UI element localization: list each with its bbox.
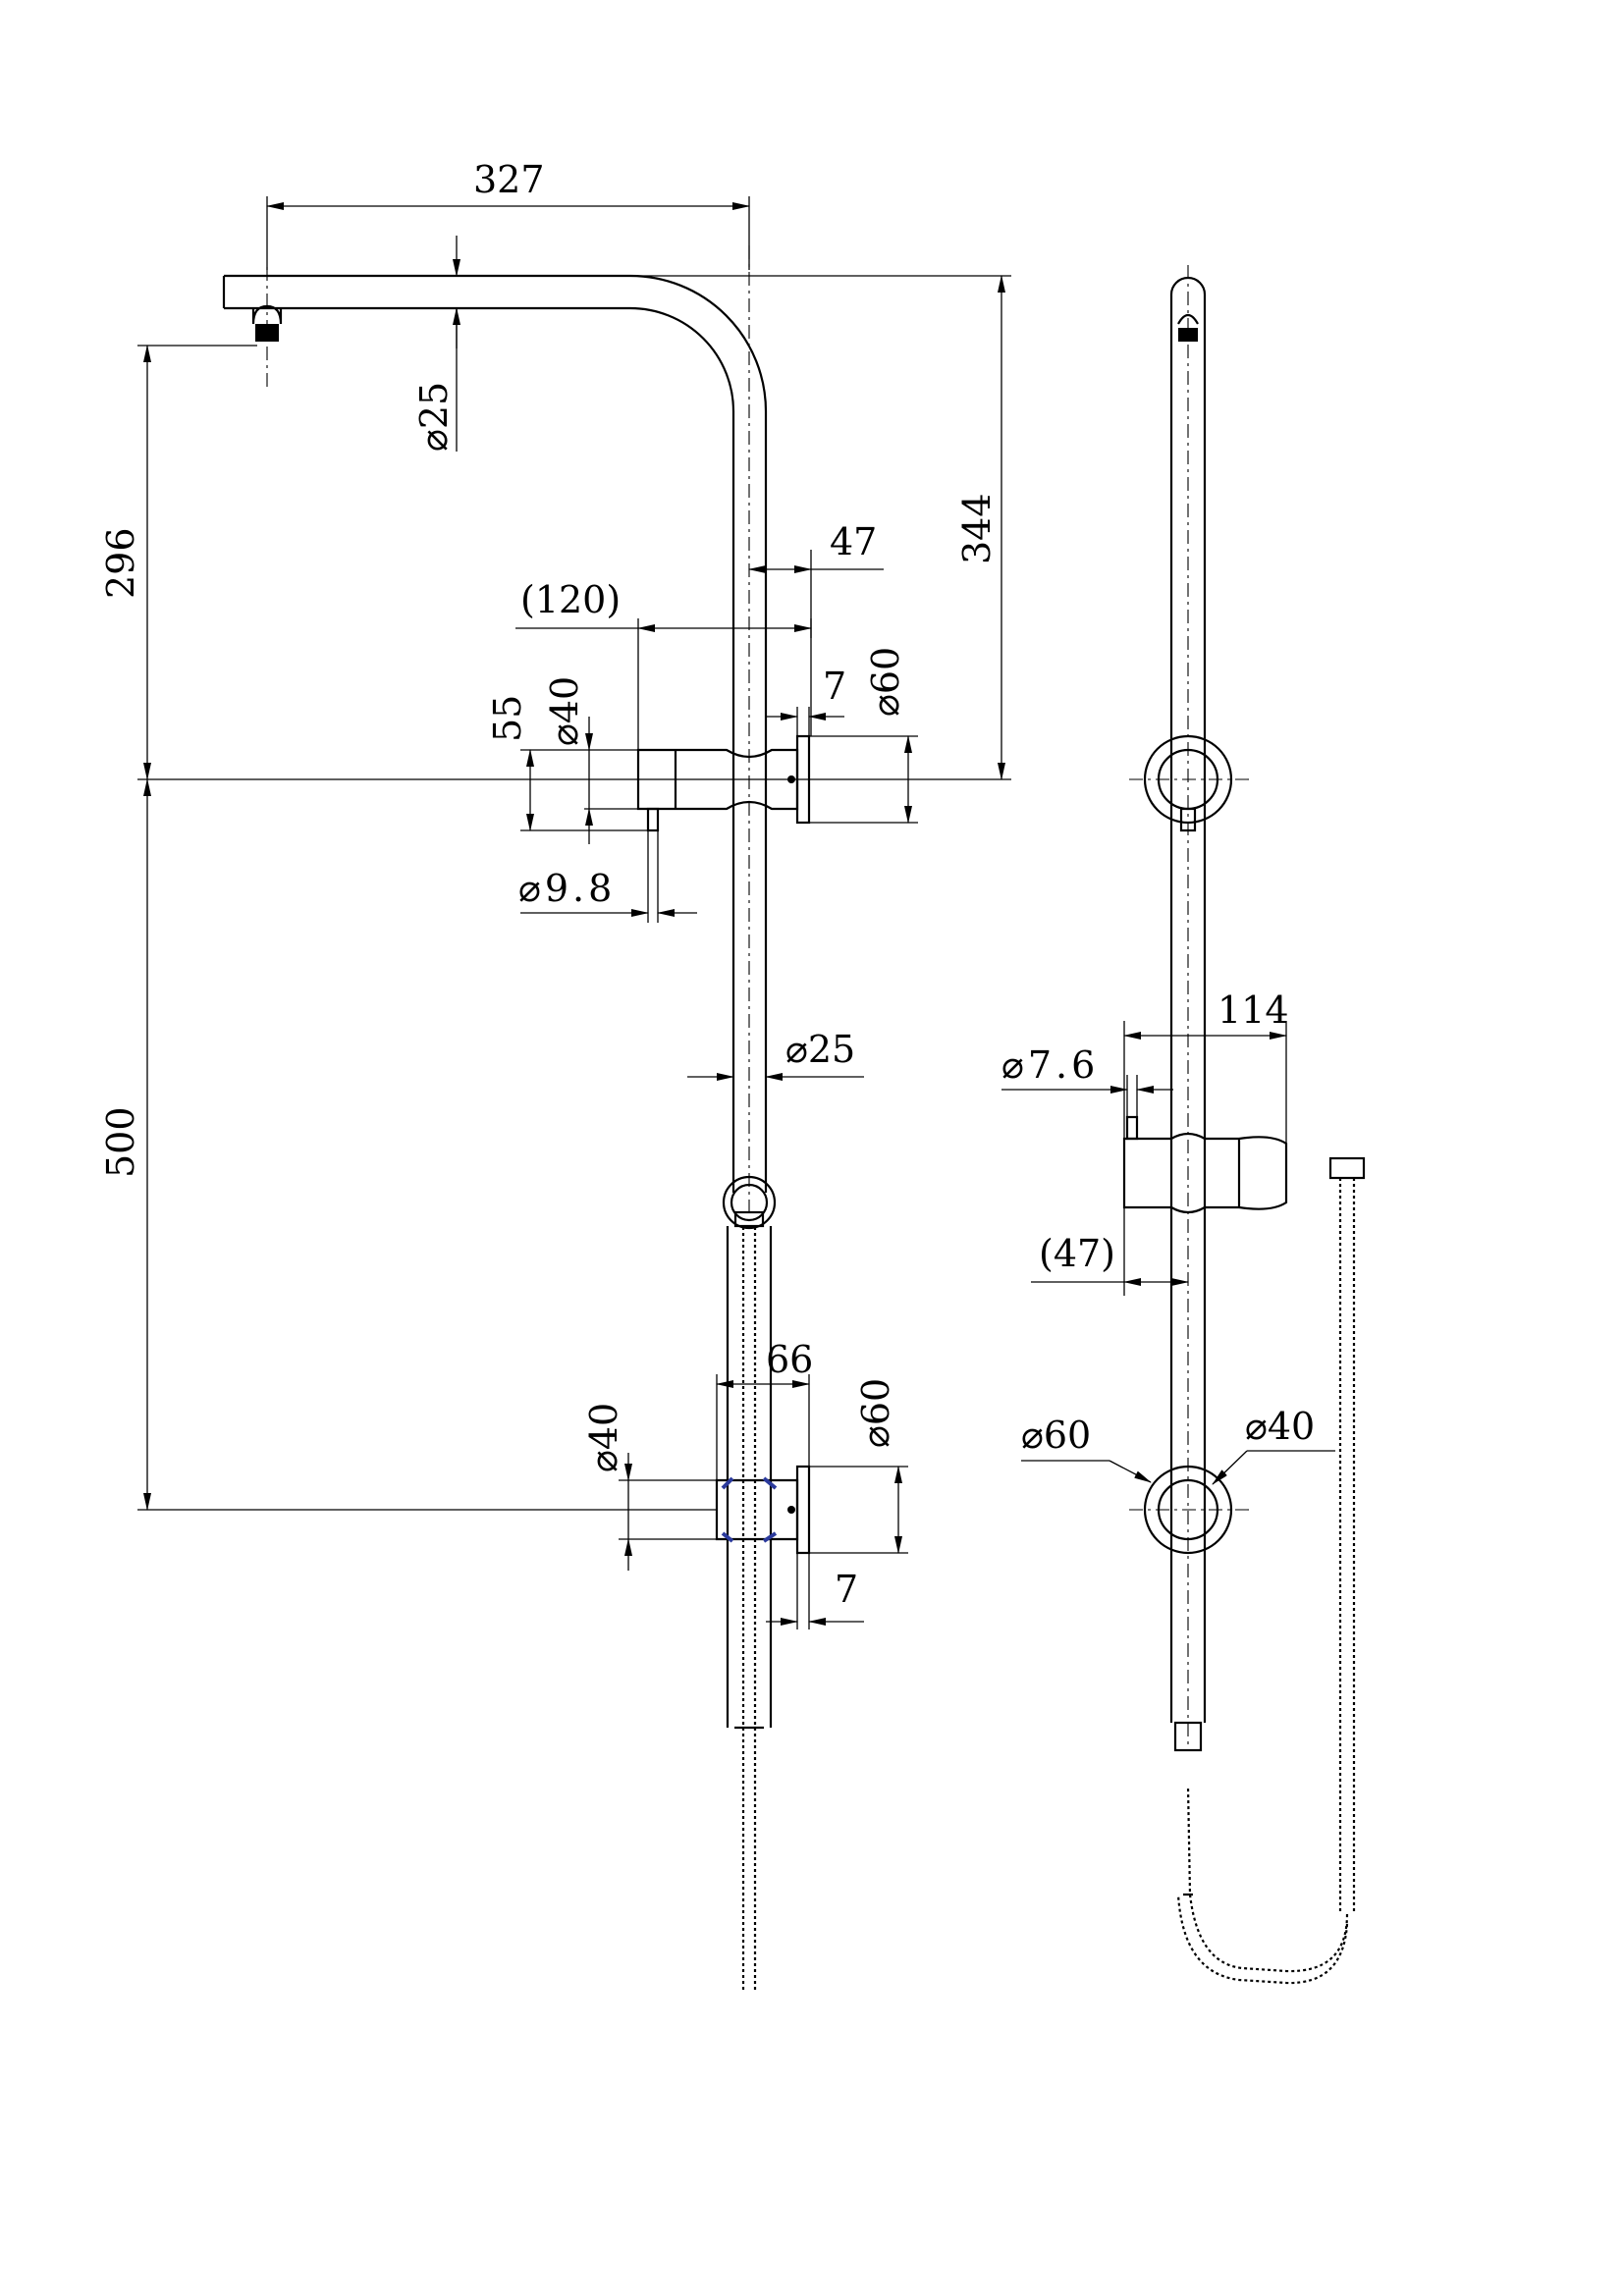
dim-66-label: 66 [766,1338,813,1381]
dim-pin-diameter-label: ⌀9.8 [518,867,616,910]
dim-side-plate-diameter-label: ⌀60 [1021,1414,1091,1457]
dim-47-label: 47 [830,520,877,563]
dim-327: 327 [266,158,750,270]
dim-rail-diameter: ⌀25 [687,1028,864,1081]
top-bracket [636,734,811,832]
dim-holder-offset-label: (47) [1039,1232,1115,1275]
riser-rail [731,245,768,1217]
dim-500-label: 500 [99,1106,142,1178]
side-handshower-holder [1122,1115,1288,1214]
dim-120: (120) [515,578,812,750]
dim-arm-diameter: ⌀25 [412,236,460,452]
dim-holder-pin-diameter: ⌀7.6 [1001,1043,1173,1117]
dim-rail-diameter-label: ⌀25 [785,1028,855,1071]
front-view: 327 ⌀25 296 344 47 [99,158,1011,1993]
dim-55-label: 55 [486,695,529,742]
dim-lower-plate-diameter: ⌀60 [809,1378,908,1554]
dim-arm-diameter-label: ⌀25 [412,382,456,452]
dim-344-label: 344 [955,493,999,564]
dim-side-plate-diameter: ⌀60 [1021,1414,1152,1483]
dim-holder-offset: (47) [1031,1207,1189,1296]
dim-120-label: (120) [520,578,621,621]
dim-114-label: 114 [1217,988,1289,1032]
dim-holder-pin-diameter-label: ⌀7.6 [1001,1043,1099,1087]
dim-side-bracket-diameter: ⌀40 [1212,1405,1335,1485]
dim-55: 55 [486,695,648,831]
dim-pin-diameter: ⌀9.8 [518,830,697,923]
side-hose [1176,1156,1366,1985]
dim-47: 47 [748,520,884,736]
dim-lower-plate-diameter-label: ⌀60 [854,1378,897,1448]
side-view: 114 ⌀7.6 (47) ⌀60 ⌀40 [1001,265,1366,1985]
dim-top-bracket-diameter: ⌀40 [543,676,638,844]
dim-lower-bracket-diameter-label: ⌀40 [582,1403,625,1472]
hose-holder-front [722,1175,777,1230]
lower-bracket [715,1465,811,1555]
dim-top-plate-diameter: ⌀60 [809,647,918,824]
dim-500: 500 [99,778,717,1511]
dim-lower-plate-thickness-label: 7 [835,1568,858,1611]
dim-344: 344 [636,275,1011,780]
side-top-bracket [1129,734,1252,832]
dim-327-label: 327 [473,158,545,201]
dim-top-bracket-diameter-label: ⌀40 [543,676,586,746]
shower-arm [222,267,768,746]
dim-side-bracket-diameter-label: ⌀40 [1245,1405,1315,1448]
hose-front [726,1226,773,1993]
dim-66: 66 [716,1338,813,1480]
dim-296-label: 296 [99,527,142,599]
dim-114: 114 [1123,988,1289,1144]
dim-lower-bracket-diameter: ⌀40 [582,1403,717,1571]
dim-lower-plate-thickness: 7 [766,1553,864,1629]
dim-296: 296 [99,345,257,780]
dim-top-plate-diameter-label: ⌀60 [864,647,907,717]
dim-top-plate-thickness-label: 7 [823,665,846,708]
dim-top-plate-thickness: 7 [766,665,846,736]
side-rail [1169,265,1207,1752]
side-lower-bracket [1129,1465,1252,1555]
